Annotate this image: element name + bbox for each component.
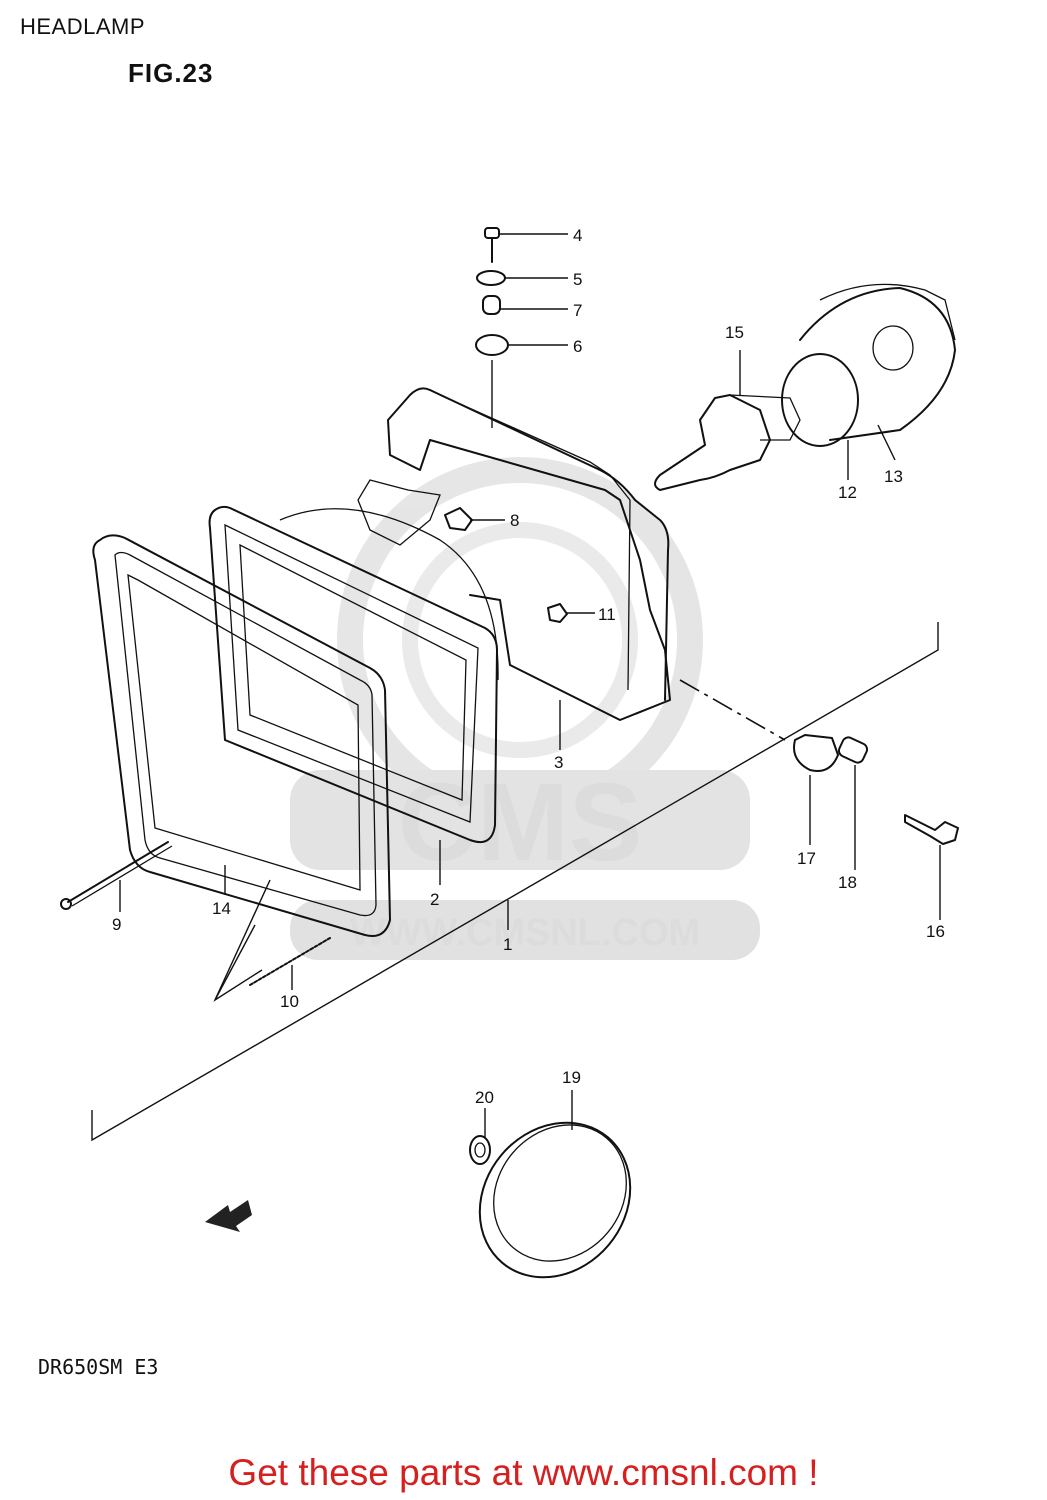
callout-15: 15 [725,323,744,342]
callout-10: 10 [280,992,299,1011]
callout-2: 2 [430,890,439,909]
callout-8: 8 [510,511,519,530]
hardware-4-5-6-7 [475,227,509,356]
callout-13: 13 [884,467,903,486]
spring-part-10 [249,937,331,986]
callout-4: 4 [573,226,582,245]
housing-part-3 [357,387,671,721]
footer-link[interactable]: Get these parts at www.cmsnl.com ! [228,1452,819,1493]
hardware-16-17-18 [793,734,959,845]
callout-5: 5 [573,270,582,289]
callout-labels: 1 2 3 4 5 7 6 8 11 15 12 13 9 14 10 17 1… [112,226,945,1107]
figure-number: FIG.23 [128,58,214,88]
bulb-part-15 [654,394,801,491]
footer-banner: Get these parts at www.cmsnl.com ! [0,1452,1047,1494]
page-title: HEADLAMP [20,14,146,39]
cap-part-19 [478,1121,632,1279]
watermark-url: WWW.CMSNL.COM [350,912,700,954]
model-code: DR650SM E3 [38,1355,159,1379]
callout-9: 9 [112,915,121,934]
callout-7: 7 [573,301,582,320]
headlamp-diagram: CMS WWW.CMSNL.COM [60,226,959,1279]
callout-17: 17 [797,849,816,868]
watermark-logo: CMS [398,761,642,884]
callout-18: 18 [838,873,857,892]
callout-19: 19 [562,1068,581,1087]
screw-part-9 [60,841,173,910]
socket-part-12-13 [781,283,956,447]
callout-20: 20 [475,1088,494,1107]
leader-lines [119,233,941,1138]
callout-3: 3 [554,753,563,772]
assembly-outline [91,622,939,1142]
callout-12: 12 [838,483,857,502]
callout-14: 14 [212,899,231,918]
callout-1: 1 [503,935,512,954]
callout-11: 11 [598,605,616,624]
callout-6: 6 [573,337,582,356]
washer-part-20 [469,1135,491,1165]
clips-part-8-11 [444,507,568,623]
lens-part-2 [208,505,499,844]
rim-part-14 [92,534,391,937]
callout-16: 16 [926,922,945,941]
watermark: CMS WWW.CMSNL.COM [290,457,760,960]
front-arrow-icon [205,1200,252,1232]
